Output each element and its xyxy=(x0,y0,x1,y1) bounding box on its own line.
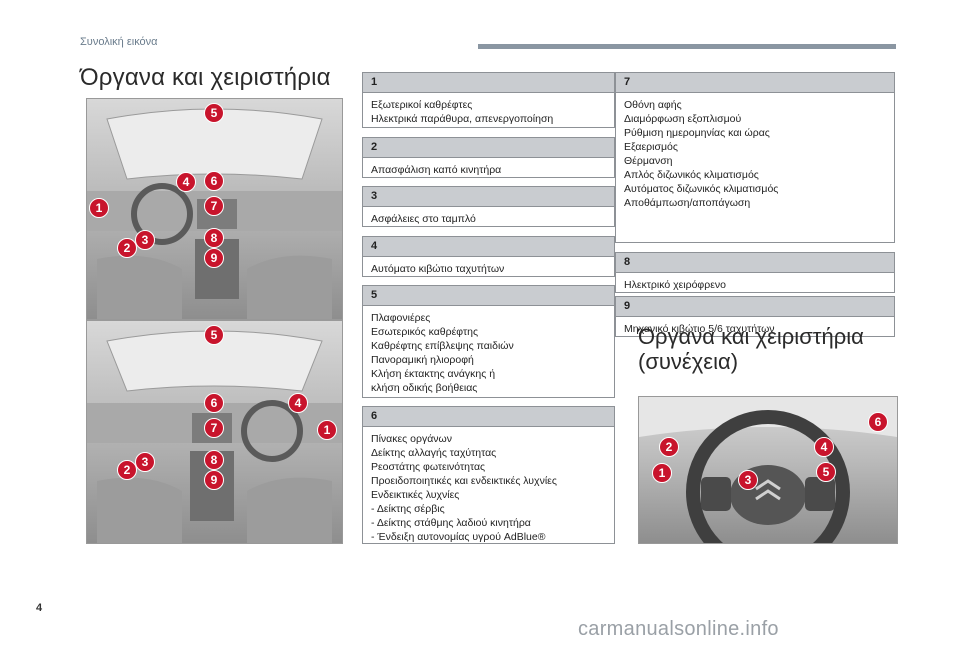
legend-line: Ρεοστάτης φωτεινότητας xyxy=(371,461,486,473)
callout-badge: 5 xyxy=(204,325,224,345)
legend-line: Ενδεικτικές λυχνίες xyxy=(371,489,460,501)
legend-line: Διαμόρφωση εξοπλισμού xyxy=(624,113,742,125)
legend-box-4: 4 Αυτόματο κιβώτιο ταχυτήτων xyxy=(362,236,615,277)
legend-line: Αποθάμπωση/αποπάγωση xyxy=(624,197,751,209)
legend-number: 3 xyxy=(363,187,614,207)
legend-line: Εξαερισμός xyxy=(624,141,678,153)
legend-line: Οθόνη αφής xyxy=(624,99,682,111)
watermark[interactable]: carmanualsonline.info xyxy=(578,618,779,640)
callout-badge: 4 xyxy=(814,437,834,457)
callout-badge: 4 xyxy=(288,393,308,413)
legend-line: κλήση οδικής βοήθειας xyxy=(371,382,478,394)
subtitle: Όργανα και χειριστήρια (συνέχεια) xyxy=(638,324,864,374)
legend-number: 5 xyxy=(363,286,614,306)
legend-box-7: 7 Οθόνη αφής Διαμόρφωση εξοπλισμού Ρύθμι… xyxy=(615,72,895,243)
callout-badge: 2 xyxy=(117,460,137,480)
callout-badge: 7 xyxy=(204,418,224,438)
legend-box-8: 8 Ηλεκτρικό χειρόφρενο xyxy=(615,252,895,293)
legend-line: Πανοραμική ηλιοροφή xyxy=(371,354,474,366)
steering-wheel-photo xyxy=(638,396,898,544)
callout-badge: 6 xyxy=(204,393,224,413)
legend-line: - Ένδειξη αυτονομίας υγρού AdBlue® xyxy=(371,531,546,543)
legend-number: 9 xyxy=(616,297,894,317)
steering-wheel-drawing xyxy=(639,397,897,543)
callout-badge: 3 xyxy=(135,452,155,472)
header-rule xyxy=(478,44,896,49)
legend-line: Αυτόματο κιβώτιο ταχυτήτων xyxy=(371,263,505,275)
legend-line: Πίνακες οργάνων xyxy=(371,433,452,445)
legend-line: Ηλεκτρικό χειρόφρενο xyxy=(624,279,726,291)
callout-badge: 1 xyxy=(317,420,337,440)
callout-badge: 3 xyxy=(738,470,758,490)
legend-box-2: 2 Απασφάλιση καπό κινητήρα xyxy=(362,137,615,178)
legend-line: Θέρμανση xyxy=(624,155,673,167)
legend-number: 2 xyxy=(363,138,614,158)
legend-number: 7 xyxy=(616,73,894,93)
callout-badge: 1 xyxy=(89,198,109,218)
legend-line: Απασφάλιση καπό κινητήρα xyxy=(371,164,502,176)
legend-line: Ασφάλειες στο ταμπλό xyxy=(371,213,476,225)
callout-badge: 2 xyxy=(659,437,679,457)
legend-line: Εξωτερικοί καθρέφτες xyxy=(371,99,473,111)
callout-badge: 9 xyxy=(204,470,224,490)
legend-line: Απλός διζωνικός κλιματισμός xyxy=(624,169,759,181)
legend-box-5: 5 Πλαφονιέρες Εσωτερικός καθρέφτης Καθρέ… xyxy=(362,285,615,398)
callout-badge: 5 xyxy=(816,462,836,482)
legend-box-3: 3 Ασφάλειες στο ταμπλό xyxy=(362,186,615,227)
callout-badge: 5 xyxy=(204,103,224,123)
legend-line: Δείκτης αλλαγής ταχύτητας xyxy=(371,447,497,459)
legend-line: Προειδοποιητικές και ενδεικτικές λυχνίες xyxy=(371,475,557,487)
legend-line: Εσωτερικός καθρέφτης xyxy=(371,326,478,338)
callout-badge: 6 xyxy=(204,171,224,191)
section-label: Συνολική εικόνα xyxy=(80,36,158,48)
legend-line: Ρύθμιση ημερομηνίας και ώρας xyxy=(624,127,770,139)
legend-box-6: 6 Πίνακες οργάνων Δείκτης αλλαγής ταχύτη… xyxy=(362,406,615,544)
legend-line: Καθρέφτης επίβλεψης παιδιών xyxy=(371,340,514,352)
callout-badge: 9 xyxy=(204,248,224,268)
legend-line: Κλήση έκτακτης ανάγκης ή xyxy=(371,368,496,380)
callout-badge: 8 xyxy=(204,450,224,470)
legend-line: Αυτόματος διζωνικός κλιματισμός xyxy=(624,183,779,195)
legend-number: 6 xyxy=(363,407,614,427)
legend-number: 4 xyxy=(363,237,614,257)
callout-badge: 6 xyxy=(868,412,888,432)
legend-line: Μηχανικό κιβώτιο 5/6 ταχυτήτων xyxy=(624,323,775,335)
legend-number: 8 xyxy=(616,253,894,273)
callout-badge: 1 xyxy=(652,463,672,483)
legend-line: - Δείκτης στάθμης λαδιού κινητήρα xyxy=(371,517,531,529)
legend-line: - Δείκτης σέρβις xyxy=(371,503,445,515)
callout-badge: 8 xyxy=(204,228,224,248)
callout-badge: 3 xyxy=(135,230,155,250)
legend-line: Ηλεκτρικά παράθυρα, απενεργοποίηση xyxy=(371,113,554,125)
callout-badge: 7 xyxy=(204,196,224,216)
legend-number: 1 xyxy=(363,73,614,93)
subtitle-line: Όργανα και χειριστήρια xyxy=(638,324,864,349)
subtitle-line: (συνέχεια) xyxy=(638,349,739,374)
legend-box-1: 1 Εξωτερικοί καθρέφτες Ηλεκτρικά παράθυρ… xyxy=(362,72,615,128)
legend-line: Πλαφονιέρες xyxy=(371,312,431,324)
callout-badge: 4 xyxy=(176,172,196,192)
callout-badge: 2 xyxy=(117,238,137,258)
page-number: 4 xyxy=(36,602,43,614)
page-title: Όργανα και χειριστήρια xyxy=(80,64,331,91)
